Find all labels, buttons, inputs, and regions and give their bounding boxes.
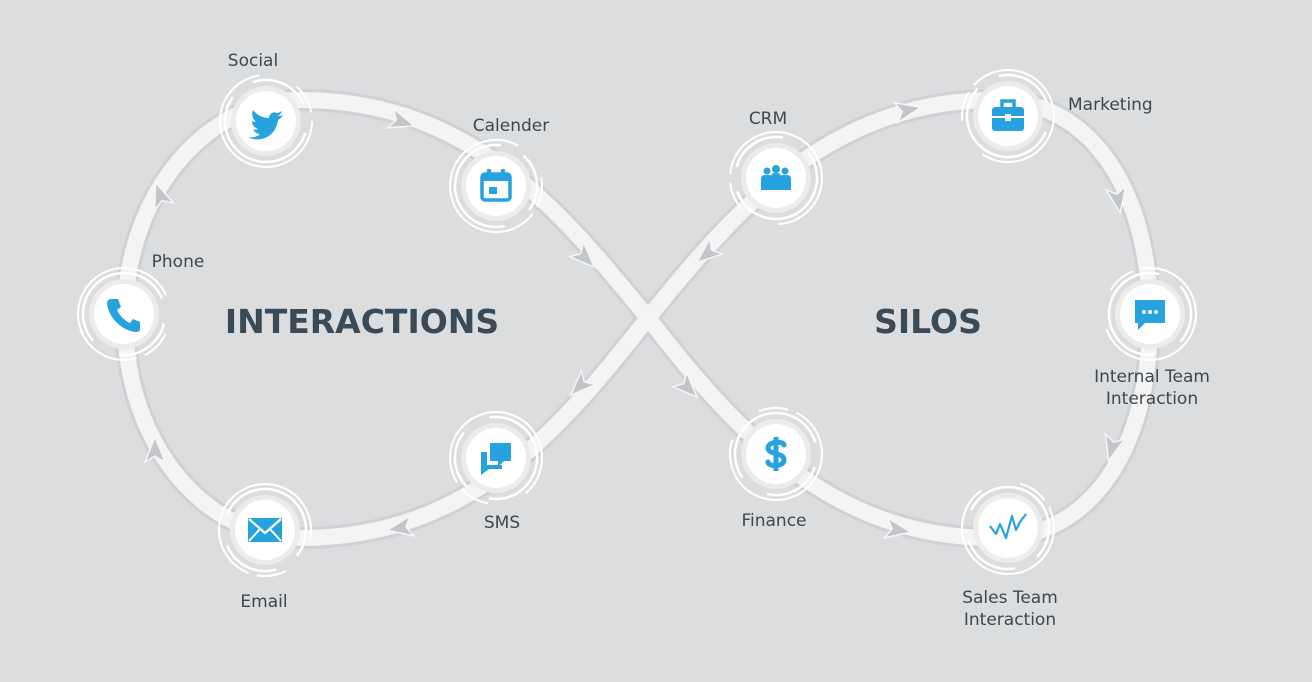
node-label-sms: SMS bbox=[484, 513, 520, 533]
node-sms: SMS bbox=[448, 411, 543, 533]
flow-arrow bbox=[569, 368, 598, 397]
node-inner-ring bbox=[965, 73, 1051, 159]
node-phone: Phone bbox=[77, 252, 205, 361]
node-calender: Calender bbox=[449, 116, 549, 233]
node-inner-ring bbox=[965, 485, 1051, 571]
flow-arrow bbox=[882, 516, 913, 539]
flow-arrow bbox=[143, 434, 167, 464]
node-label-sales-team: Sales Team bbox=[962, 588, 1058, 608]
flow-arrow bbox=[153, 180, 176, 212]
node-inner-ring bbox=[733, 411, 819, 497]
node-outer-ring bbox=[729, 130, 824, 225]
flow-arrow bbox=[670, 370, 699, 399]
node-outer-ring bbox=[448, 411, 543, 505]
node-inner-ring bbox=[453, 415, 539, 501]
node-email: Email bbox=[218, 483, 312, 612]
node-label-internal-team: Internal Team bbox=[1094, 367, 1210, 387]
node-label-email: Email bbox=[240, 592, 287, 612]
phone-icon bbox=[107, 299, 140, 332]
node-label-phone: Phone bbox=[152, 252, 205, 272]
node-inner-ring bbox=[222, 487, 308, 573]
calendar-icon bbox=[480, 169, 512, 202]
message-dots-icon bbox=[1135, 300, 1165, 330]
node-outer-ring bbox=[77, 267, 171, 361]
silos-title: SILOS bbox=[874, 302, 982, 341]
node-disc bbox=[94, 284, 154, 344]
flow-arrow bbox=[892, 101, 923, 125]
node-label-sales-team: Interaction bbox=[964, 610, 1056, 630]
flow-arrow bbox=[385, 514, 416, 537]
flow-arrow bbox=[1104, 431, 1127, 463]
node-outer-ring bbox=[218, 483, 312, 577]
node-finance: Finance bbox=[729, 407, 823, 531]
flow-arrow bbox=[567, 240, 596, 269]
twitter-bird-icon bbox=[248, 110, 283, 140]
node-label-finance: Finance bbox=[741, 511, 806, 531]
node-label-crm: CRM bbox=[749, 109, 787, 129]
node-label-social: Social bbox=[228, 51, 278, 71]
node-outer-ring bbox=[1103, 267, 1197, 361]
sales-line-chart-icon bbox=[989, 513, 1027, 540]
node-inner-ring bbox=[223, 78, 309, 164]
node-label-internal-team: Interaction bbox=[1106, 389, 1198, 409]
interactions-title: INTERACTIONS bbox=[225, 302, 499, 341]
node-inner-ring bbox=[81, 271, 167, 357]
node-social: Social bbox=[219, 51, 313, 168]
envelope-icon bbox=[248, 518, 282, 542]
node-inner-ring bbox=[453, 143, 539, 229]
node-outer-ring bbox=[219, 74, 313, 168]
node-label-marketing: Marketing bbox=[1068, 95, 1153, 115]
node-marketing: Marketing bbox=[961, 69, 1153, 163]
node-inner-ring bbox=[733, 135, 819, 221]
flow-arrow bbox=[385, 106, 417, 129]
node-label-calender: Calender bbox=[473, 116, 549, 136]
node-disc bbox=[466, 156, 526, 216]
briefcase-icon bbox=[992, 99, 1024, 131]
node-crm: CRM bbox=[729, 109, 824, 225]
flow-arrow bbox=[1104, 184, 1127, 215]
flow-arrows bbox=[143, 101, 1127, 539]
node-outer-ring bbox=[961, 481, 1055, 575]
node-outer-ring bbox=[729, 407, 823, 501]
node-inner-ring bbox=[1107, 271, 1193, 357]
team-people-icon bbox=[761, 165, 791, 190]
dollar-icon bbox=[765, 437, 787, 471]
flow-arrow bbox=[695, 236, 725, 264]
chat-bubbles-icon bbox=[481, 443, 511, 475]
